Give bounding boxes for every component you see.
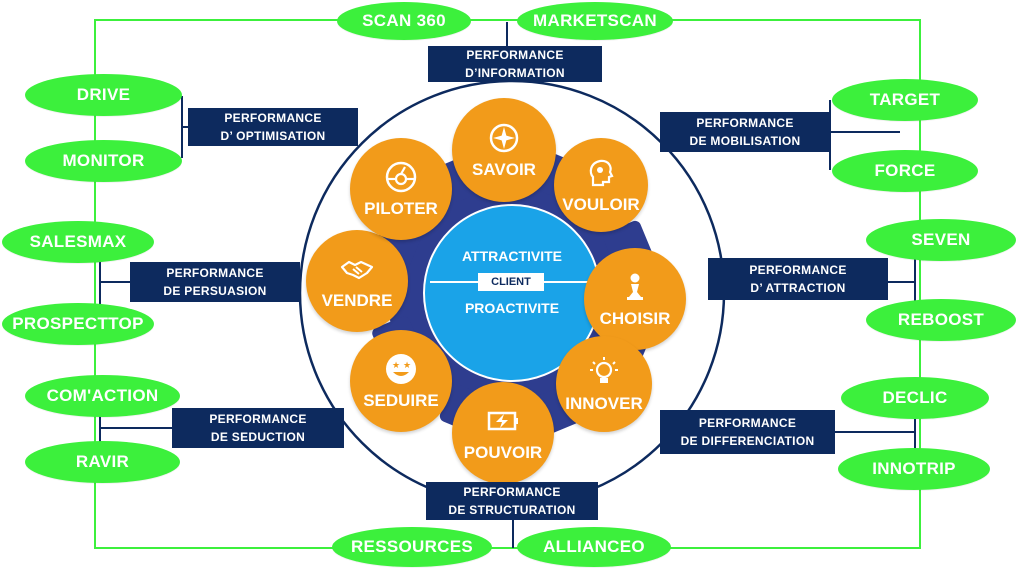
compass-icon xyxy=(486,120,522,156)
product-declic[interactable]: DECLIC xyxy=(841,377,989,419)
lever-vendre[interactable]: VENDRE xyxy=(306,230,408,332)
perf-mobilisation: PERFORMANCE DE MOBILISATION xyxy=(660,112,830,152)
battery-charging-icon xyxy=(485,403,521,439)
lever-innover[interactable]: INNOVER xyxy=(556,336,652,432)
product-allianceo[interactable]: ALLIANCEO xyxy=(517,527,671,567)
perf-seduction-line1: PERFORMANCE xyxy=(209,412,307,426)
lever-seduire[interactable]: ★★ SEDUIRE xyxy=(350,330,452,432)
perf-mobilisation-line1: PERFORMANCE xyxy=(696,116,794,130)
center-bottom-label: PROACTIVITE xyxy=(464,300,560,316)
lever-savoir[interactable]: SAVOIR xyxy=(452,98,556,202)
head-brain-icon xyxy=(583,155,619,191)
product-comaction[interactable]: COM'ACTION xyxy=(25,375,180,417)
product-seven[interactable]: SEVEN xyxy=(866,219,1016,261)
product-salesmax[interactable]: SALESMAX xyxy=(2,221,154,263)
perf-structuration-line2: DE STRUCTURATION xyxy=(448,503,576,517)
lever-piloter-label: PILOTER xyxy=(364,199,438,218)
lever-choisir[interactable]: CHOISIR xyxy=(584,248,686,350)
perf-optimisation: PERFORMANCE D’ OPTIMISATION xyxy=(188,108,358,146)
perf-attraction-line1: PERFORMANCE xyxy=(749,263,847,277)
lever-piloter[interactable]: PILOTER xyxy=(350,138,452,240)
perf-mobilisation-line2: DE MOBILISATION xyxy=(689,134,801,148)
perf-structuration-line1: PERFORMANCE xyxy=(463,485,561,499)
lever-savoir-label: SAVOIR xyxy=(472,160,536,179)
lever-pouvoir-label: POUVOIR xyxy=(463,443,543,462)
center-top-label: ATTRACTIVITE xyxy=(461,248,563,264)
perf-seduction: PERFORMANCE DE SEDUCTION xyxy=(172,408,344,448)
lever-pouvoir[interactable]: POUVOIR xyxy=(452,382,554,484)
product-innotrip[interactable]: INNOTRIP xyxy=(838,448,990,490)
perf-structuration: PERFORMANCE DE STRUCTURATION xyxy=(426,482,598,520)
perf-persuasion-line1: PERFORMANCE xyxy=(166,266,264,280)
perf-information: PERFORMANCE D’INFORMATION xyxy=(428,46,602,82)
perf-differenciation-line2: DE DIFFERENCIATION xyxy=(680,434,815,448)
lever-vouloir[interactable]: VOULOIR xyxy=(554,138,648,232)
perf-information-line1: PERFORMANCE xyxy=(466,48,564,62)
perf-differenciation-line1: PERFORMANCE xyxy=(698,416,797,430)
product-drive[interactable]: DRIVE xyxy=(25,74,182,116)
perf-differenciation: PERFORMANCE DE DIFFERENCIATION xyxy=(660,410,835,454)
outer-frame xyxy=(94,19,921,549)
product-prospecttop[interactable]: PROSPECTTOP xyxy=(2,303,154,345)
lever-vouloir-label: VOULOIR xyxy=(562,195,640,214)
speedometer-steering-icon xyxy=(383,159,419,195)
perf-seduction-line2: DE SEDUCTION xyxy=(210,430,306,444)
lightbulb-icon xyxy=(586,354,622,390)
product-reboost[interactable]: REBOOST xyxy=(866,299,1016,341)
perf-attraction: PERFORMANCE D’ ATTRACTION xyxy=(708,258,888,300)
product-marketscan[interactable]: MARKETSCAN xyxy=(517,2,673,40)
product-ressources[interactable]: RESSOURCES xyxy=(332,527,492,567)
handshake-icon xyxy=(339,251,375,287)
product-scan-360[interactable]: SCAN 360 xyxy=(337,2,471,40)
perf-persuasion: PERFORMANCE DE PERSUASION xyxy=(130,262,300,302)
perf-optimisation-line1: PERFORMANCE xyxy=(224,111,322,125)
product-target[interactable]: TARGET xyxy=(832,79,978,121)
lever-vendre-label: VENDRE xyxy=(321,291,393,310)
perf-persuasion-line2: DE PERSUASION xyxy=(163,284,267,298)
svg-text:★: ★ xyxy=(403,361,411,371)
chess-pawn-icon xyxy=(617,269,653,305)
perf-information-line2: D’INFORMATION xyxy=(465,66,565,80)
lever-innover-label: INNOVER xyxy=(565,394,643,413)
lever-seduire-label: SEDUIRE xyxy=(363,391,439,410)
center-client-label: CLIENT xyxy=(478,273,544,291)
svg-text:★: ★ xyxy=(392,361,400,371)
star-eyes-emoji-icon: ★★ xyxy=(383,351,419,387)
product-ravir[interactable]: RAVIR xyxy=(25,441,180,483)
lever-choisir-label: CHOISIR xyxy=(599,309,671,328)
product-monitor[interactable]: MONITOR xyxy=(25,140,182,182)
perf-attraction-line2: D’ ATTRACTION xyxy=(750,281,846,295)
product-force[interactable]: FORCE xyxy=(832,150,978,192)
perf-optimisation-line2: D’ OPTIMISATION xyxy=(220,129,326,143)
